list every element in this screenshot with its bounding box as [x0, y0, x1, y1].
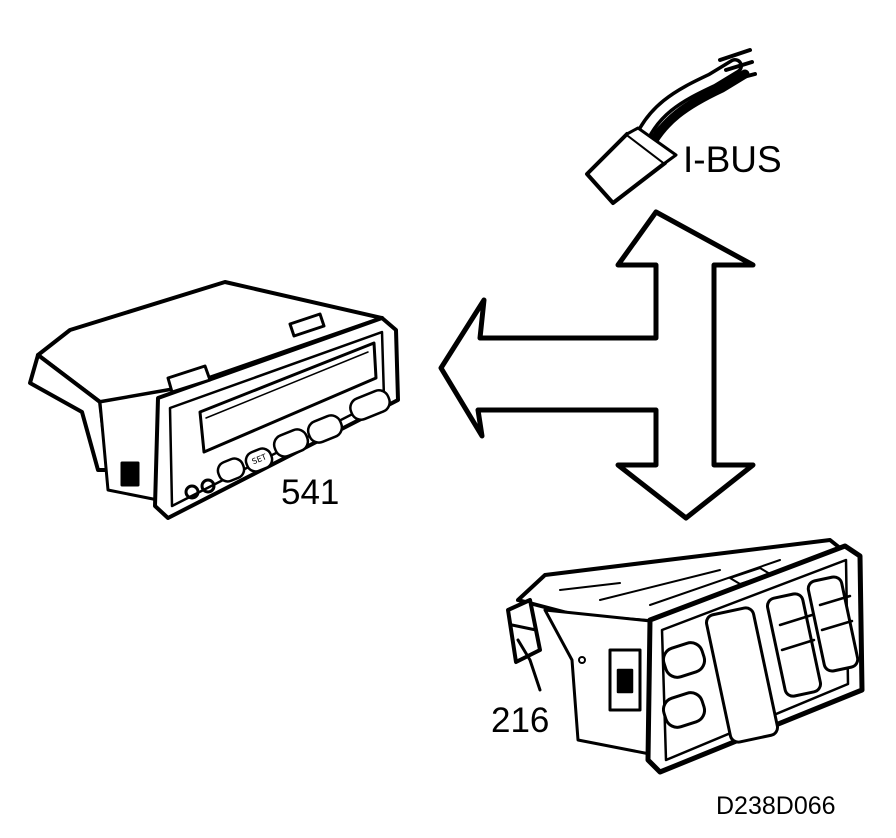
- bus-arrows: [438, 209, 756, 521]
- ibus-label: I-BUS: [683, 139, 782, 180]
- display-unit-label: 541: [281, 473, 340, 512]
- climate-unit-216: [506, 538, 865, 775]
- ibus-connector: [585, 48, 757, 205]
- drawing-reference: D238D066: [716, 792, 836, 820]
- climate-unit-label: 216: [491, 701, 550, 740]
- display-unit-541: SET: [28, 280, 400, 520]
